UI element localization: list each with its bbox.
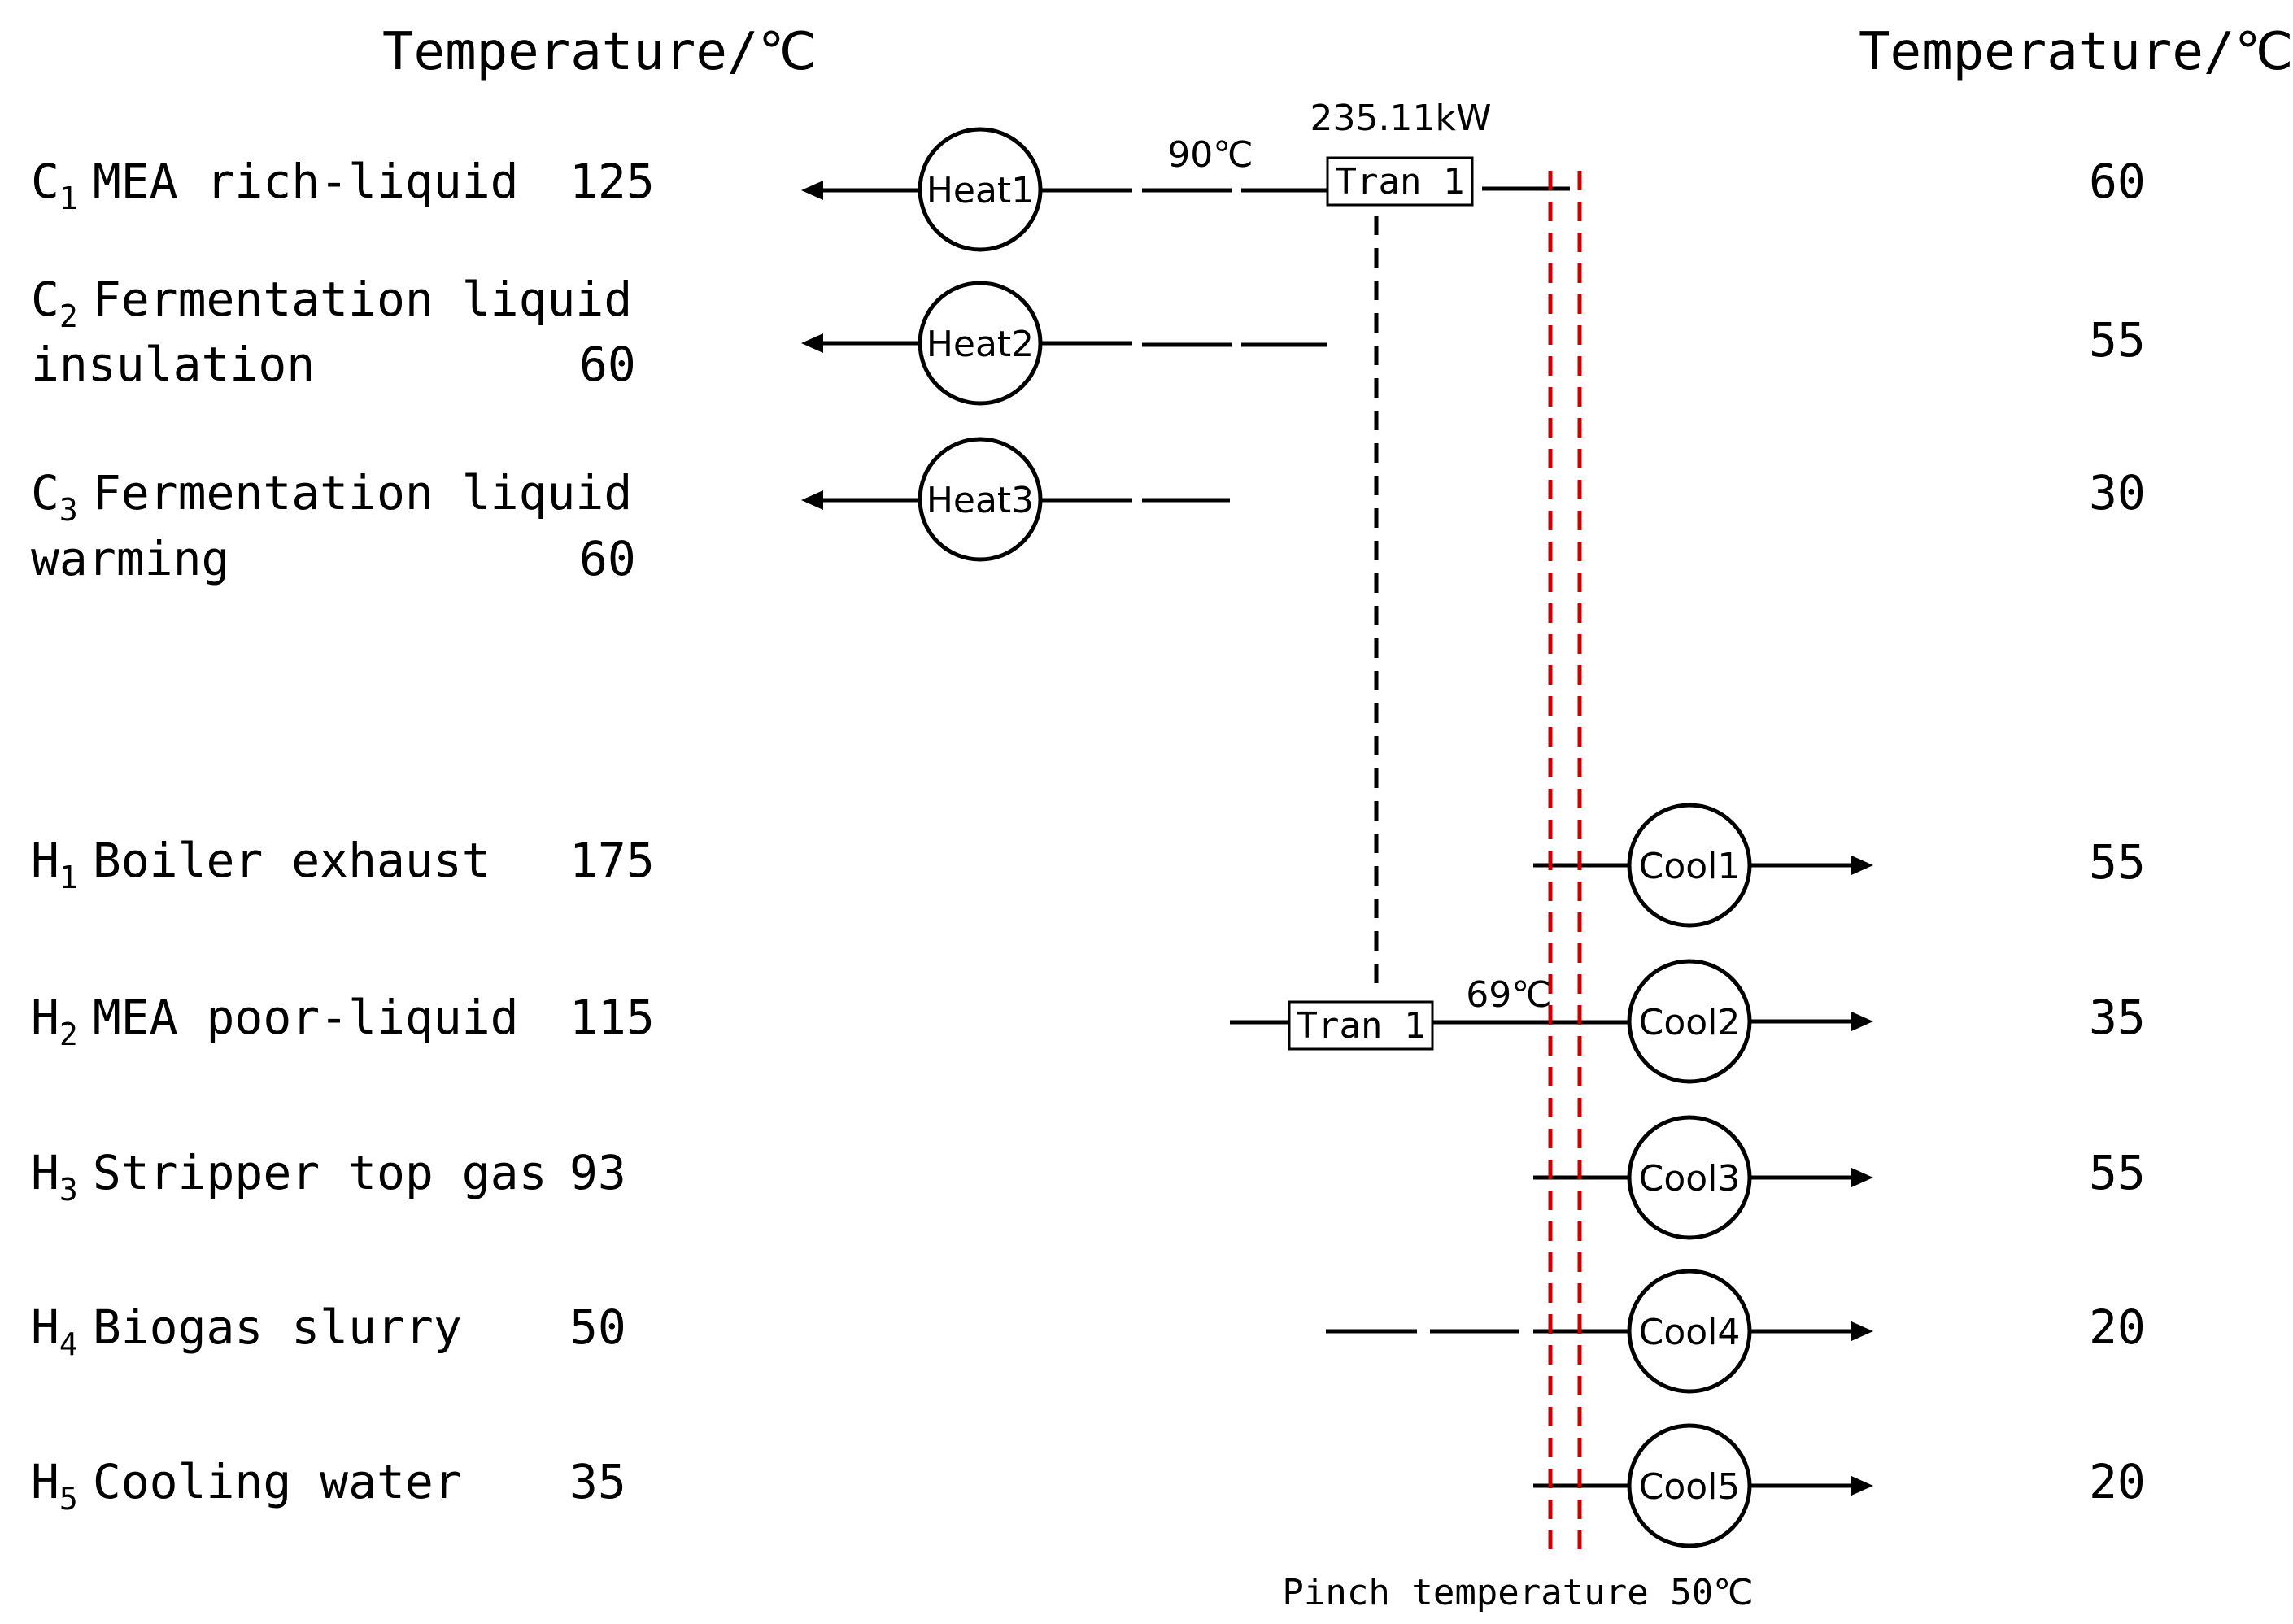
outlet-temperature: 55 [2089,1145,2146,1200]
outlet-temperature: 55 [2089,834,2146,890]
arrowhead-icon [801,333,823,353]
cooler-label: Cool4 [1639,1312,1741,1353]
arrowhead-icon [1851,1476,1873,1496]
exchanger-label: Tran 1 [1336,161,1465,202]
outlet-temperature: 35 [2089,990,2146,1045]
exchanger-hot-outlet-temp: 69℃ [1466,974,1551,1016]
heater-label: Heat1 [926,170,1034,211]
arrowhead-icon [1851,1321,1873,1341]
arrowhead-icon [1851,1168,1873,1187]
outlet-temperature: 55 [2089,312,2146,368]
cooler-cool3[interactable] [1627,1115,1752,1240]
stream-label-line2: insulation [31,337,315,392]
outlet-temperature: 20 [2089,1454,2146,1509]
exchanger-box-hot[interactable] [1288,1000,1434,1051]
outlet-temperature: 20 [2089,1300,2146,1355]
heat-exchanger-tran1: 235.11kW Tran 1 Tran 1 [1288,98,1492,1051]
exchanger-label: Tran 1 [1297,1005,1426,1047]
arrowhead-icon [801,490,823,510]
heater-heat2[interactable] [918,281,1043,406]
cooler-label: Cool5 [1639,1466,1741,1508]
cooler-cool5[interactable] [1627,1423,1752,1548]
outlet-temperature: 60 [2089,154,2146,209]
inlet-temperature: 175 [569,833,655,888]
pinch-temperature-label: Pinch temperature 50℃ [1282,1572,1753,1613]
inlet-temperature: 60 [579,531,636,586]
heater-label: Heat3 [926,480,1034,521]
inlet-temperature: 60 [579,337,636,392]
cooler-cool1[interactable] [1627,803,1752,928]
outlet-temperature: 30 [2089,465,2146,520]
right-temperature-header: Temperature/℃ [1859,22,2293,82]
cooler-label: Cool3 [1639,1158,1741,1199]
cooler-label: Cool1 [1639,846,1741,887]
exchanger-duty: 235.11kW [1310,98,1492,139]
heater-label: Heat2 [926,324,1034,365]
arrowhead-icon [1851,1012,1873,1031]
arrowhead-icon [801,181,823,200]
inlet-temperature: 115 [569,990,655,1045]
inlet-temperature: 50 [569,1300,626,1355]
inlet-temperature: 35 [569,1454,626,1509]
inlet-temperature: 93 [569,1145,626,1200]
heater-heat1[interactable] [918,127,1043,252]
cooler-label: Cool2 [1639,1002,1741,1043]
left-temperature-header: Temperature/℃ [382,22,817,82]
arrowhead-icon [1851,856,1873,875]
heater-heat3[interactable] [918,437,1043,562]
stream-label-line2: warming [31,531,229,586]
exchanger-box-cold[interactable] [1326,156,1474,207]
cooler-cool4[interactable] [1627,1269,1752,1394]
inlet-temperature: 125 [569,154,655,209]
cooler-cool2[interactable] [1627,959,1752,1084]
pinch-line: Pinch temperature 50℃ [1282,171,1754,1613]
exchanger-cold-outlet-temp: 90℃ [1167,134,1253,176]
